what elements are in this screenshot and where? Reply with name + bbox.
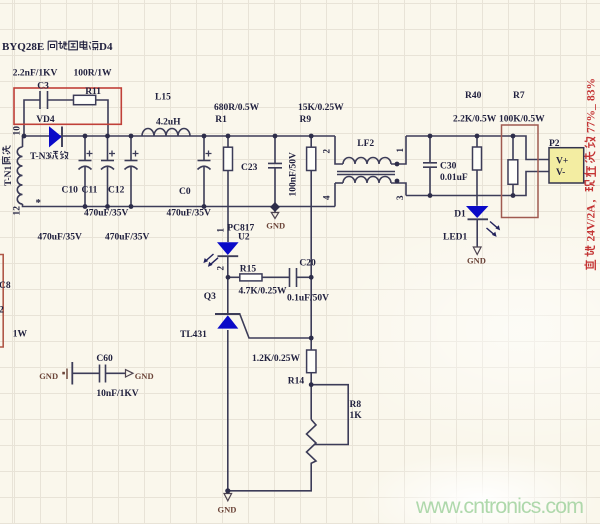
svg-text:VD4: VD4 bbox=[36, 115, 55, 125]
svg-text:BYQ28E: BYQ28E bbox=[2, 41, 44, 53]
svg-text:D4: D4 bbox=[99, 41, 113, 53]
svg-text:www.cntronics.com: www.cntronics.com bbox=[415, 494, 583, 518]
svg-text:15K/0.25W: 15K/0.25W bbox=[298, 103, 344, 113]
svg-text:R8: R8 bbox=[350, 400, 362, 410]
svg-text:V+: V+ bbox=[556, 157, 568, 167]
svg-text:C3: C3 bbox=[37, 82, 49, 92]
svg-text:D1: D1 bbox=[454, 210, 466, 220]
svg-text:1W: 1W bbox=[13, 330, 28, 340]
svg-text:R9: R9 bbox=[300, 115, 312, 125]
svg-text:P2: P2 bbox=[549, 139, 560, 149]
svg-text:1: 1 bbox=[216, 228, 226, 233]
svg-text:2.2nF/1KV: 2.2nF/1KV bbox=[13, 69, 58, 79]
svg-text:R40: R40 bbox=[465, 91, 482, 101]
svg-text:1K: 1K bbox=[350, 411, 363, 421]
svg-text:2: 2 bbox=[322, 149, 332, 154]
svg-text:77%: 77% bbox=[586, 110, 598, 133]
svg-text:C23: C23 bbox=[241, 163, 258, 173]
svg-text:GND: GND bbox=[135, 371, 154, 381]
svg-text:C8: C8 bbox=[0, 281, 11, 291]
svg-text:GND: GND bbox=[218, 505, 237, 515]
svg-text:4.2uH: 4.2uH bbox=[156, 118, 181, 128]
svg-text:C20: C20 bbox=[299, 259, 316, 269]
svg-text:C11: C11 bbox=[82, 186, 98, 196]
svg-text:10: 10 bbox=[13, 126, 23, 136]
svg-text:2.2K/0.5W: 2.2K/0.5W bbox=[453, 115, 497, 125]
svg-text:TL431: TL431 bbox=[180, 330, 207, 340]
svg-text:C60: C60 bbox=[96, 354, 113, 364]
svg-text:L15: L15 bbox=[155, 93, 171, 103]
svg-text:T-N3: T-N3 bbox=[30, 152, 50, 162]
svg-text:10nF/1KV: 10nF/1KV bbox=[96, 389, 138, 399]
svg-text:0.1uF/50V: 0.1uF/50V bbox=[287, 294, 329, 304]
svg-text:470uF/35V: 470uF/35V bbox=[105, 233, 149, 243]
svg-text:83%: 83% bbox=[586, 78, 598, 101]
svg-text:24V/2A: 24V/2A bbox=[586, 204, 598, 242]
svg-text:1: 1 bbox=[395, 148, 405, 153]
svg-text:2: 2 bbox=[0, 306, 4, 316]
svg-text:0.01uF: 0.01uF bbox=[440, 173, 468, 183]
svg-text:,: , bbox=[584, 200, 598, 203]
svg-text:_: _ bbox=[586, 104, 598, 111]
svg-text:100K/0.5W: 100K/0.5W bbox=[499, 115, 545, 125]
svg-text:R11: R11 bbox=[85, 87, 101, 97]
svg-text:4.7K/0.25W: 4.7K/0.25W bbox=[239, 287, 288, 297]
svg-text:4: 4 bbox=[322, 195, 332, 200]
svg-text:680R/0.5W: 680R/0.5W bbox=[214, 103, 260, 113]
svg-text:R14: R14 bbox=[288, 377, 305, 387]
svg-text:C30: C30 bbox=[440, 162, 457, 172]
svg-text:Q3: Q3 bbox=[204, 292, 216, 302]
svg-text:GND: GND bbox=[467, 256, 486, 266]
svg-text:C10: C10 bbox=[62, 186, 79, 196]
svg-text:U2: U2 bbox=[238, 233, 250, 243]
svg-text:T-N1: T-N1 bbox=[4, 166, 14, 186]
svg-text:C12: C12 bbox=[108, 186, 125, 196]
svg-text:R7: R7 bbox=[513, 91, 525, 101]
svg-text:470uF/35V: 470uF/35V bbox=[167, 209, 211, 219]
svg-text:2: 2 bbox=[216, 266, 226, 271]
svg-text:GND: GND bbox=[39, 371, 58, 381]
svg-text:LF2: LF2 bbox=[357, 139, 374, 149]
svg-text:GND: GND bbox=[266, 221, 285, 231]
svg-text:470uF/35V: 470uF/35V bbox=[38, 233, 82, 243]
svg-text:12: 12 bbox=[13, 206, 23, 216]
svg-text:V-: V- bbox=[556, 168, 565, 178]
svg-text:3: 3 bbox=[395, 195, 405, 200]
svg-text:1.2K/0.25W: 1.2K/0.25W bbox=[252, 354, 301, 364]
svg-text:LED1: LED1 bbox=[443, 233, 468, 243]
svg-text:*: * bbox=[36, 197, 42, 209]
svg-text:100R/1W: 100R/1W bbox=[74, 69, 113, 79]
svg-text:R15: R15 bbox=[240, 265, 257, 275]
svg-text:PC817: PC817 bbox=[227, 224, 254, 234]
svg-text:470uF/35V: 470uF/35V bbox=[84, 209, 128, 219]
svg-text:C0: C0 bbox=[179, 187, 191, 197]
svg-text:100nF/50V: 100nF/50V bbox=[289, 152, 299, 196]
svg-text:R1: R1 bbox=[215, 115, 227, 125]
